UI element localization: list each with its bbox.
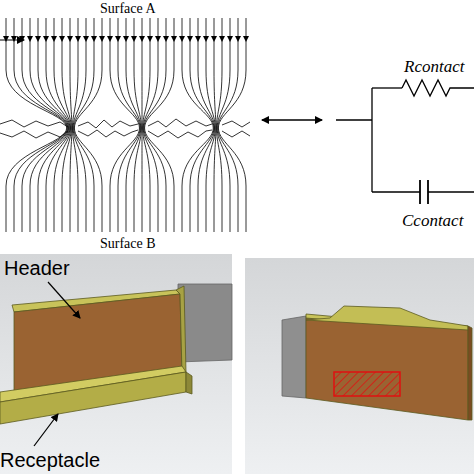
arrow-head: [155, 36, 161, 42]
arrow-head: [27, 36, 33, 42]
surface-profile: [78, 120, 138, 128]
arrow-head: [227, 36, 233, 42]
arrow-head: [51, 36, 57, 42]
render-background: [0, 254, 232, 474]
surface-profile: [148, 119, 212, 127]
current-line: [190, 18, 214, 232]
connector-render-right: [282, 306, 472, 420]
surface-label: Surface B: [100, 237, 156, 251]
connector-render-left: [0, 284, 232, 424]
current-lines: [3, 18, 249, 232]
arrow-head: [115, 36, 121, 42]
arrow-head: [203, 36, 209, 42]
arrow-head: [107, 36, 113, 42]
surface-profile: [0, 131, 68, 138]
current-line: [218, 18, 238, 232]
current-line: [14, 18, 67, 232]
arrow-head: [43, 36, 49, 42]
component-label: Ccontact: [402, 212, 463, 229]
current-line: [74, 18, 102, 232]
arrow-head: [19, 36, 25, 42]
current-line: [6, 18, 67, 232]
arrow-head: [171, 36, 177, 42]
leader-line: [34, 414, 58, 446]
current-line: [142, 18, 143, 232]
current-line: [214, 18, 216, 232]
current-line: [46, 18, 70, 232]
arrow-head: [99, 36, 105, 42]
current-line: [206, 18, 215, 232]
arrow-head: [67, 36, 73, 42]
current-line: [198, 18, 215, 232]
surface-profile: [222, 131, 250, 137]
surface-label: Surface A: [100, 2, 156, 16]
arrow-head: [75, 36, 81, 42]
surface-profile: [148, 130, 212, 138]
part-name: Header: [4, 258, 70, 278]
arrow-head: [139, 36, 145, 42]
surface-profile: [222, 121, 250, 127]
leader-line: [48, 282, 80, 318]
arrow-head: [219, 36, 225, 42]
arrow-head: [195, 36, 201, 42]
arrow-head: [35, 36, 41, 42]
current-line: [118, 18, 140, 232]
arrow-head: [11, 36, 17, 42]
arrow-head: [3, 36, 9, 42]
current-line: [145, 18, 174, 232]
current-line: [30, 18, 69, 232]
arrow-head: [91, 36, 97, 42]
pointer-arrow: [0, 40, 24, 41]
arrow-head: [131, 36, 137, 42]
arrow-head: [147, 36, 153, 42]
arrow-head: [235, 36, 241, 42]
contact-area: [334, 372, 400, 396]
part-name: Receptacle: [0, 450, 100, 470]
equivalent-circuit: [336, 80, 474, 204]
render-background: [245, 258, 474, 474]
current-line: [54, 18, 71, 232]
arrow-head: [123, 36, 129, 42]
current-line: [74, 18, 94, 232]
equivalence-arrow: [262, 119, 322, 120]
capacitor-symbol: [419, 180, 421, 204]
current-line: [62, 18, 71, 232]
arrow-head: [211, 36, 217, 42]
resistor-symbol: [402, 80, 474, 96]
surface-profile: [78, 130, 138, 137]
arrow-head: [243, 36, 249, 42]
arrow-head: [179, 36, 185, 42]
arrow-head: [163, 36, 169, 42]
arrow-head: [59, 36, 65, 42]
current-line: [70, 18, 72, 232]
surface-profile: [0, 120, 68, 127]
arrow-head: [83, 36, 89, 42]
component-label: Rcontact: [404, 58, 464, 75]
arrow-head: [187, 36, 193, 42]
